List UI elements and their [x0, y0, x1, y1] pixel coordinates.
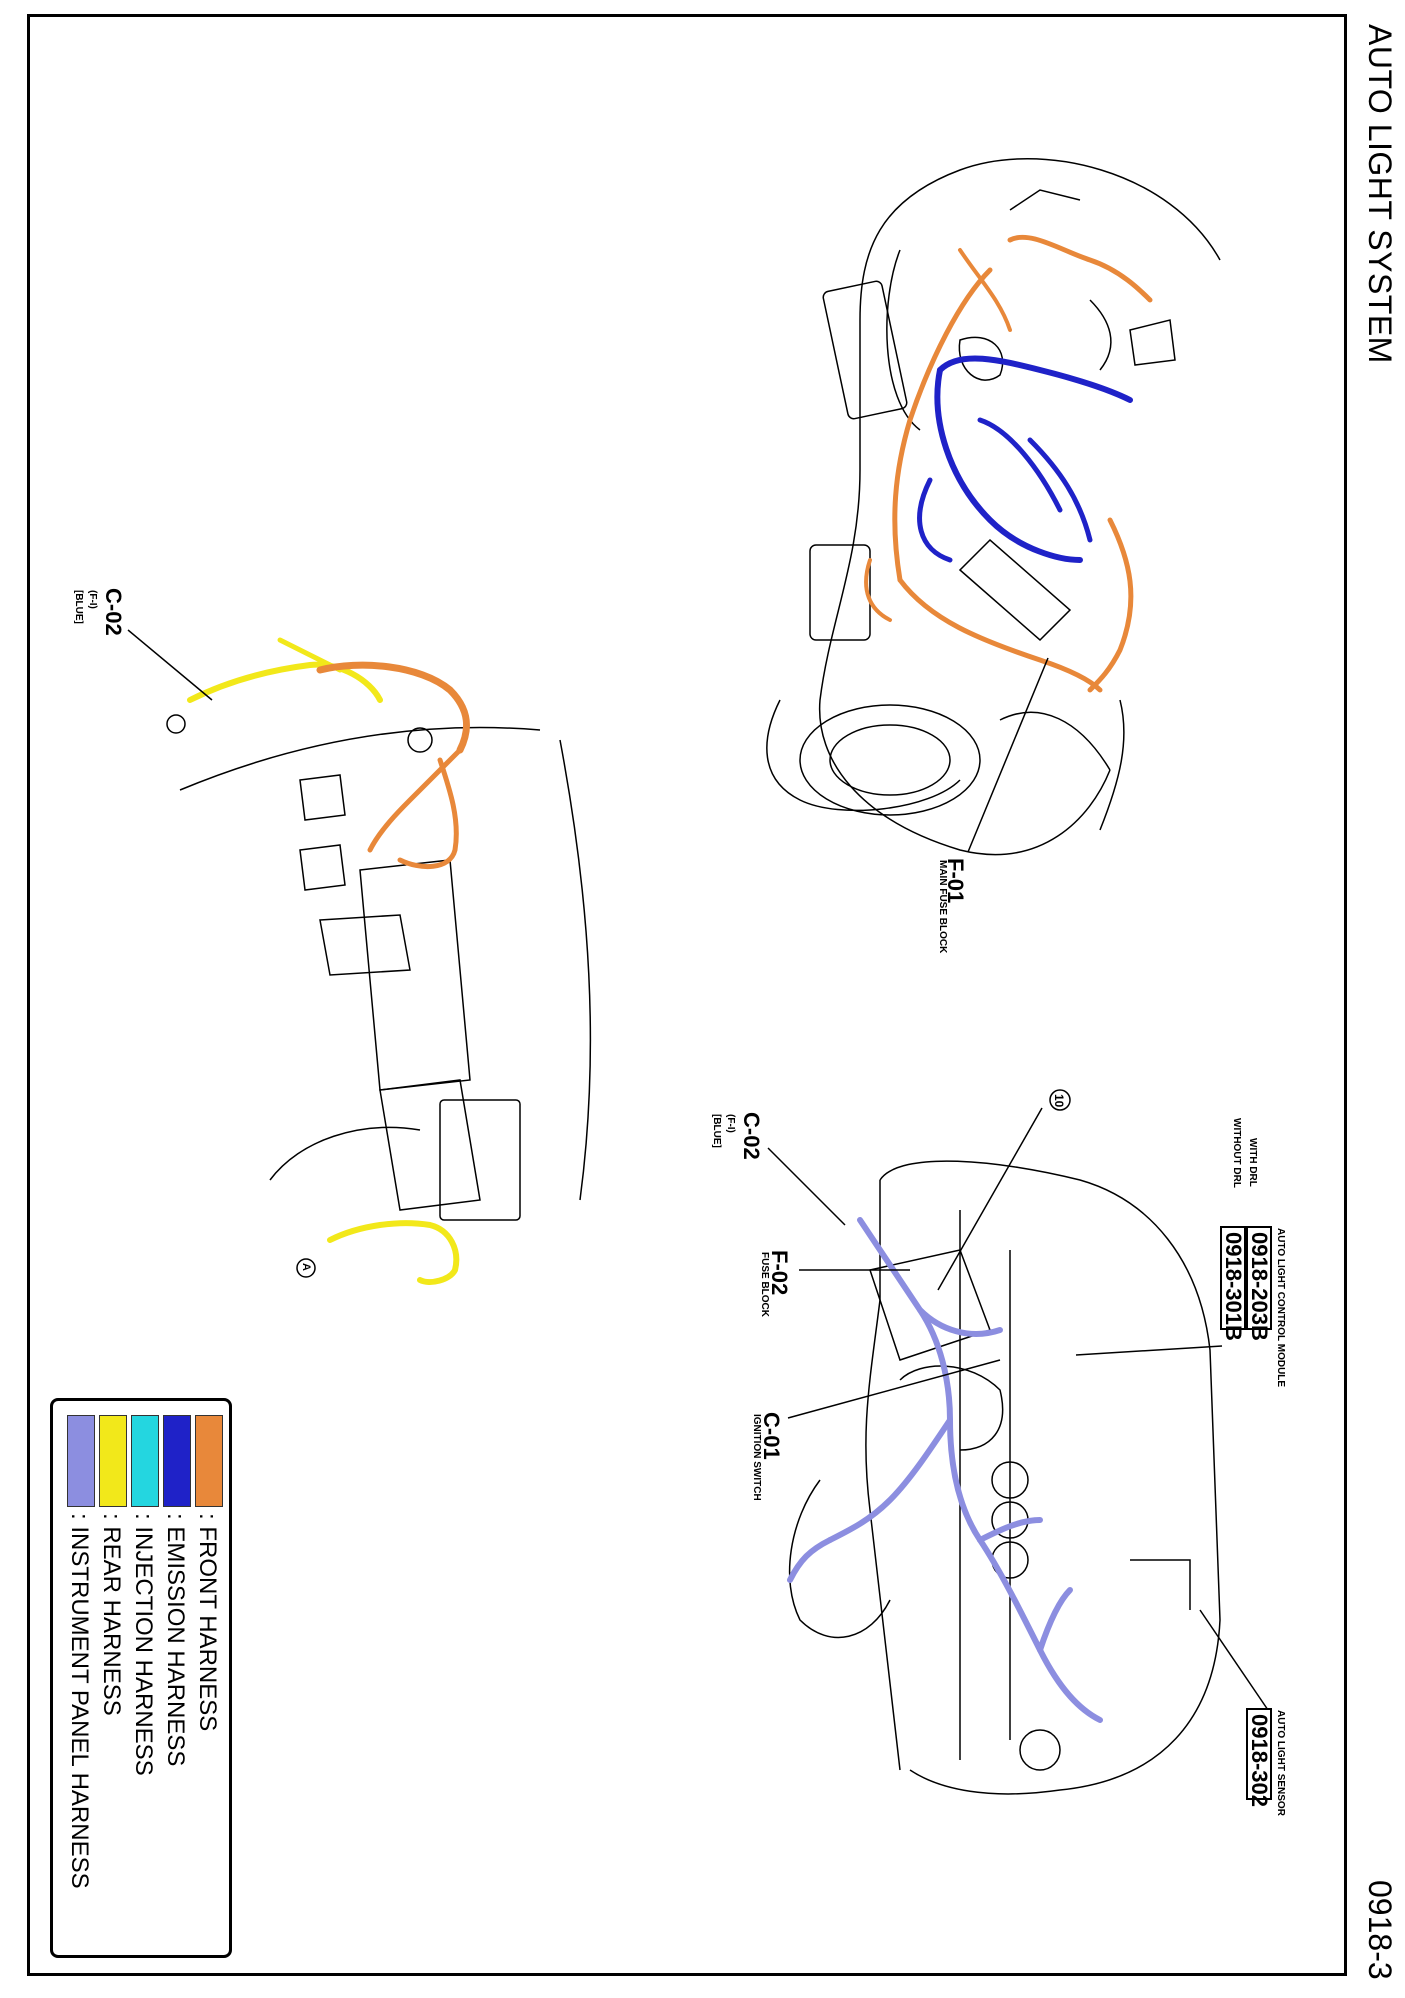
c01-name: IGNITION SWITCH: [751, 1414, 762, 1501]
marker-d: [166, 714, 186, 734]
c02-left-code: C-02: [101, 588, 126, 636]
module-code-2: 0918-301B: [1220, 1226, 1246, 1341]
legend-instrument-panel-harness: : INSTRUMENT PANEL HARNESS: [66, 1513, 93, 1889]
instrument-panel-harness: [787, 1217, 1103, 1723]
f02-name: FUSE BLOCK: [759, 1252, 770, 1317]
marker-a-label: A: [300, 1263, 312, 1271]
legend-rear-harness: : REAR HARNESS: [98, 1513, 125, 1716]
marker-a: [296, 1258, 316, 1278]
c02-right-sub1: (F-I): [725, 1114, 736, 1133]
cyan-swatch-icon: [131, 1415, 159, 1507]
marker-10-label: 10: [1052, 1094, 1066, 1108]
with-drl-label: WITH DRL: [1247, 1138, 1258, 1187]
dash-lower-harness: [187, 637, 471, 1285]
c02-left-sub2: [BLUE]: [73, 590, 84, 624]
c02-left-sub1: (F-I): [87, 590, 98, 609]
f01-name: MAIN FUSE BLOCK: [937, 860, 948, 954]
lavender-swatch-icon: [67, 1415, 95, 1507]
c02-right-sub2: [BLUE]: [711, 1114, 722, 1148]
orange-swatch-icon: [195, 1415, 223, 1507]
engine-bay-harness: [864, 234, 1153, 693]
legend-front-harness: : FRONT HARNESS: [194, 1513, 221, 1732]
instrument-panel-drawing: [788, 1160, 1221, 1795]
sensor-name: AUTO LIGHT SENSOR: [1275, 1710, 1286, 1816]
legend-injection-harness: : INJECTION HARNESS: [130, 1513, 157, 1776]
blue-swatch-icon: [163, 1415, 191, 1507]
c02-right-code: C-02: [739, 1112, 764, 1160]
engine-bay-drawing: [766, 158, 1221, 856]
sensor-code: 0918-302: [1246, 1708, 1272, 1807]
harness-legend: : FRONT HARNESS : EMISSION HARNESS : INJ…: [50, 1398, 232, 1958]
module-name: AUTO LIGHT CONTROL MODULE: [1275, 1228, 1286, 1388]
leader-lines: [127, 629, 1269, 1711]
marker-10: [1049, 1089, 1071, 1111]
without-drl-label: WITHOUT DRL: [1231, 1118, 1242, 1188]
module-code-1: 0918-203B: [1246, 1226, 1272, 1341]
diagram-frame: [27, 14, 1347, 1976]
legend-emission-harness: : EMISSION HARNESS: [162, 1513, 189, 1767]
dash-lower-drawing: [179, 726, 592, 1221]
yellow-swatch-icon: [99, 1415, 127, 1507]
